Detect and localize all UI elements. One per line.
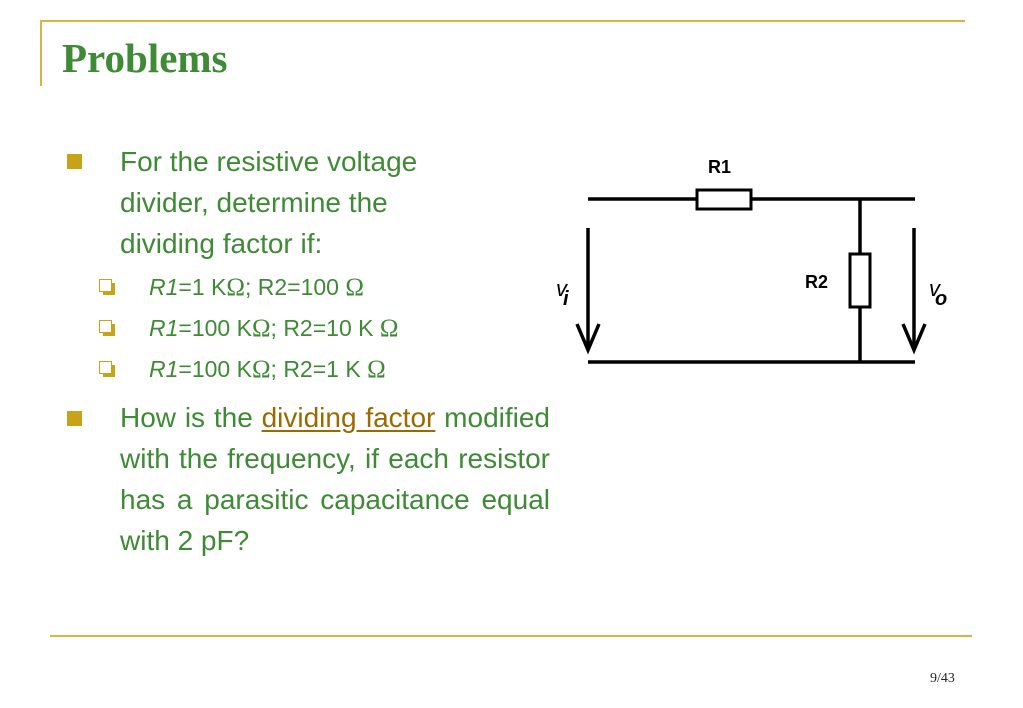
bullet-square-icon (67, 154, 82, 169)
frame-left-rule (40, 20, 42, 86)
r1-label: R1 (708, 157, 731, 177)
r2-label: R2 (805, 272, 828, 292)
vo-arrow-head (901, 323, 927, 355)
bullet-2-lead: How is the (120, 402, 253, 433)
sub-item-2: R1=100 KΩ; R2=10 K Ω (149, 314, 398, 343)
sub-item-3-r2: ; R2=1 K (270, 356, 368, 382)
page-number: 9/43 (930, 671, 955, 686)
omega-symbol: Ω (379, 315, 399, 342)
omega-symbol: Ω (367, 356, 386, 383)
sub-bullet-icon (99, 361, 115, 377)
vi-label: v (556, 276, 569, 301)
bullet-2-text: How is the dividing factor modified with… (120, 397, 550, 561)
resistor-r2 (848, 252, 872, 309)
vo-subscript: o (935, 288, 947, 310)
dividing-factor-link[interactable]: dividing factor (261, 402, 436, 433)
omega-symbol: Ω (251, 356, 271, 383)
vi-arrow-head (575, 323, 601, 355)
sub-bullet-icon (99, 279, 115, 295)
resistor-r1 (695, 188, 753, 211)
omega-symbol: Ω (345, 274, 364, 301)
sub-item-1-r2: ; R2=100 (244, 274, 346, 300)
omega-symbol: Ω (226, 274, 245, 301)
sub-item-1-r1: R1 (149, 274, 179, 300)
sub-item-3: R1=100 KΩ; R2=1 K Ω (149, 355, 386, 384)
vo-label: v (929, 276, 942, 301)
sub-item-2-r2: ; R2=10 K (270, 315, 380, 341)
bullet-square-icon (67, 411, 82, 426)
sub-item-3-r1: R1 (149, 356, 179, 382)
sub-item-2-r1-value: =100 K (178, 315, 252, 341)
bullet-1-line-1: For the resistive voltage (120, 146, 418, 177)
bullet-1-line-2: divider, determine the (120, 187, 388, 218)
frame-top-rule (40, 20, 965, 22)
bullet-1-text: For the resistive voltage divider, deter… (120, 141, 520, 264)
sub-item-2-r1: R1 (149, 315, 179, 341)
sub-item-3-r1-value: =100 K (178, 356, 252, 382)
sub-item-1-r1-value: =1 K (178, 274, 227, 300)
sub-item-1: R1=1 KΩ; R2=100 Ω (149, 273, 364, 302)
slide-title: Problems (62, 35, 228, 81)
vi-subscript: i (563, 288, 569, 310)
footer-rule (50, 635, 972, 637)
bullet-1-line-3: dividing factor if: (120, 228, 323, 259)
bullet-2-rest: modified with the frequency, if each res… (120, 402, 551, 556)
omega-symbol: Ω (251, 315, 271, 342)
sub-bullet-icon (99, 320, 115, 336)
